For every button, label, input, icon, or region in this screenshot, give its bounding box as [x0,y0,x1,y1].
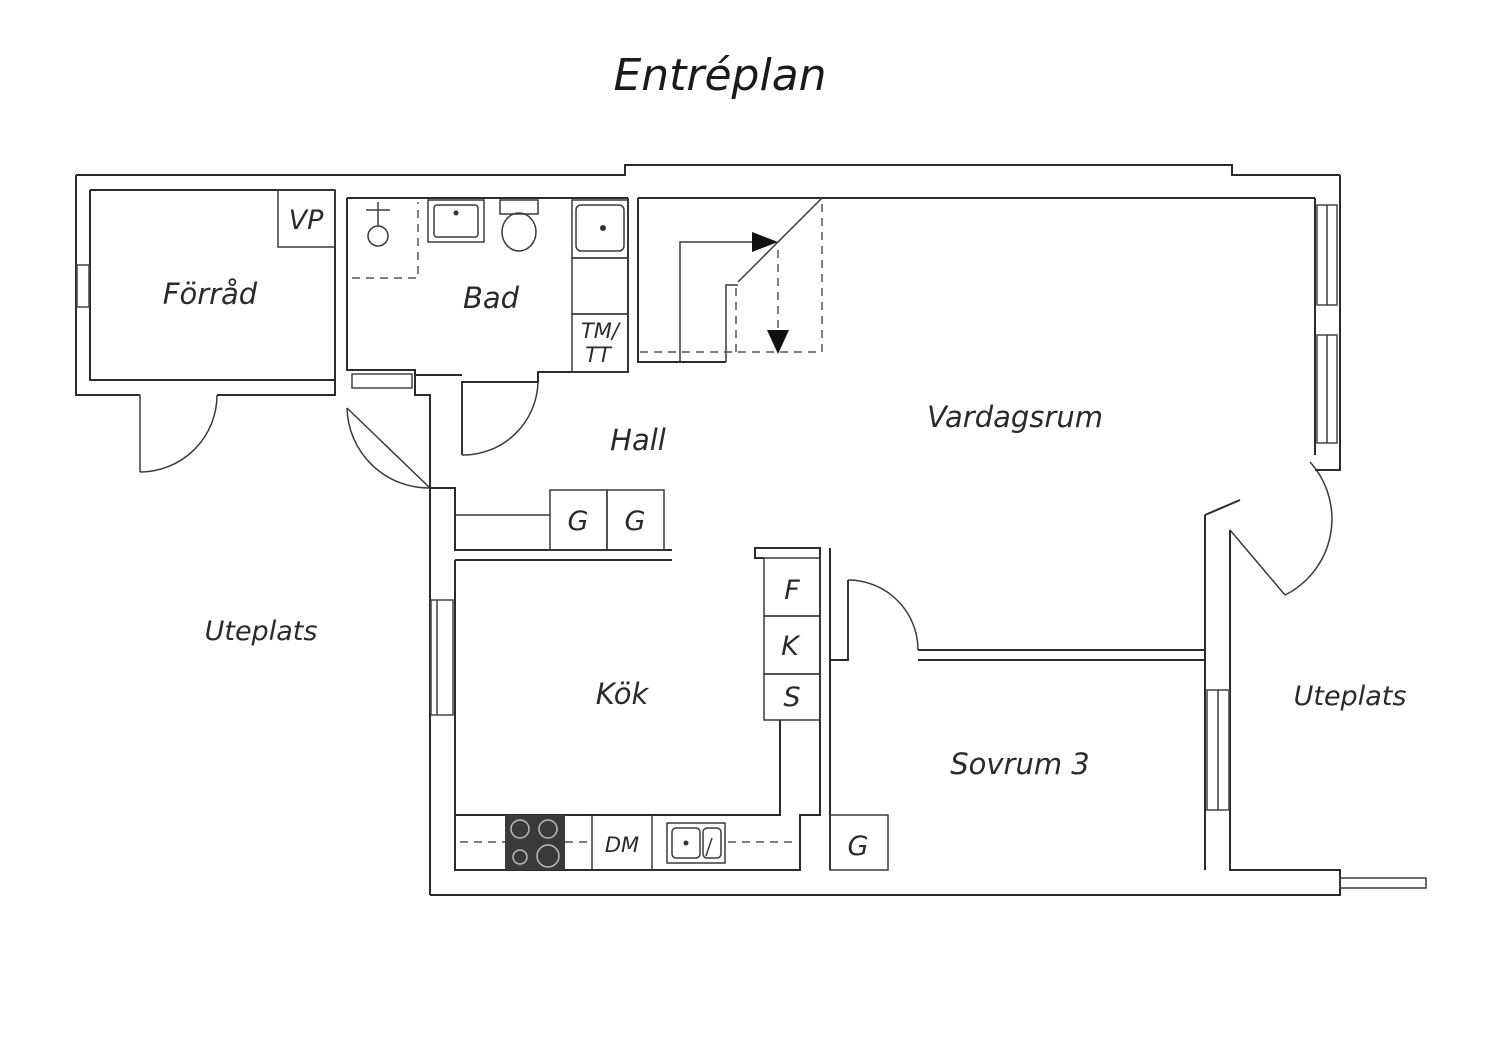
vp-box [277,189,336,248]
label-g-sovrum: G [848,831,869,862]
label-tt: TT [585,343,613,367]
label-k: K [781,631,801,662]
door-terrace [1229,461,1333,596]
cabinets [277,189,889,871]
door-forrad [139,394,218,473]
label-hall: Hall [610,423,666,457]
bathroom-fixtures [352,199,629,373]
label-f: F [784,575,800,606]
interior-walls [430,487,1205,871]
wardrobe-sovrum [829,814,889,871]
windows [76,204,1338,811]
label-kok: Kök [596,677,650,711]
plan-title: Entréplan [613,50,827,101]
window-forrad [76,264,90,308]
shower-icon [352,202,419,279]
label-tm: TM/ [581,319,621,343]
washbasin-icon [571,199,629,259]
label-g1: G [568,506,589,537]
label-s: S [783,682,800,713]
sink-icon [427,199,485,243]
sval-box [763,673,821,721]
doors [139,381,1333,660]
door-sovrum [847,579,919,660]
toilet-icon [499,199,539,252]
stove-icon [505,815,565,870]
label-forrad: Förråd [163,277,258,311]
label-vardagsrum: Vardagsrum [927,400,1103,434]
tm-tt-box [571,313,629,373]
label-sovrum: Sovrum 3 [950,747,1090,781]
label-uteplats-right: Uteplats [1294,681,1407,712]
label-dm: DM [605,833,639,857]
label-g2: G [625,506,646,537]
wardrobe-2 [606,489,665,551]
kitchen-sink-icon [666,822,726,864]
fixture-labels: VP TM/ TT G G F K S DM G [289,205,869,862]
door-bad [461,381,539,456]
kitchen-counter [460,815,798,870]
staircase [640,197,823,362]
room-labels: Förråd Bad Hall Vardagsrum Kök Sovrum 3 … [163,277,1407,781]
door-entrance [346,407,431,489]
stair-arrow-icon [752,232,778,252]
stair-down-arrow-icon [767,330,789,354]
window-kok [430,599,454,716]
label-uteplats-left: Uteplats [205,616,318,647]
window-bad [351,373,413,389]
label-bad: Bad [463,281,520,315]
label-vp: VP [289,205,324,236]
